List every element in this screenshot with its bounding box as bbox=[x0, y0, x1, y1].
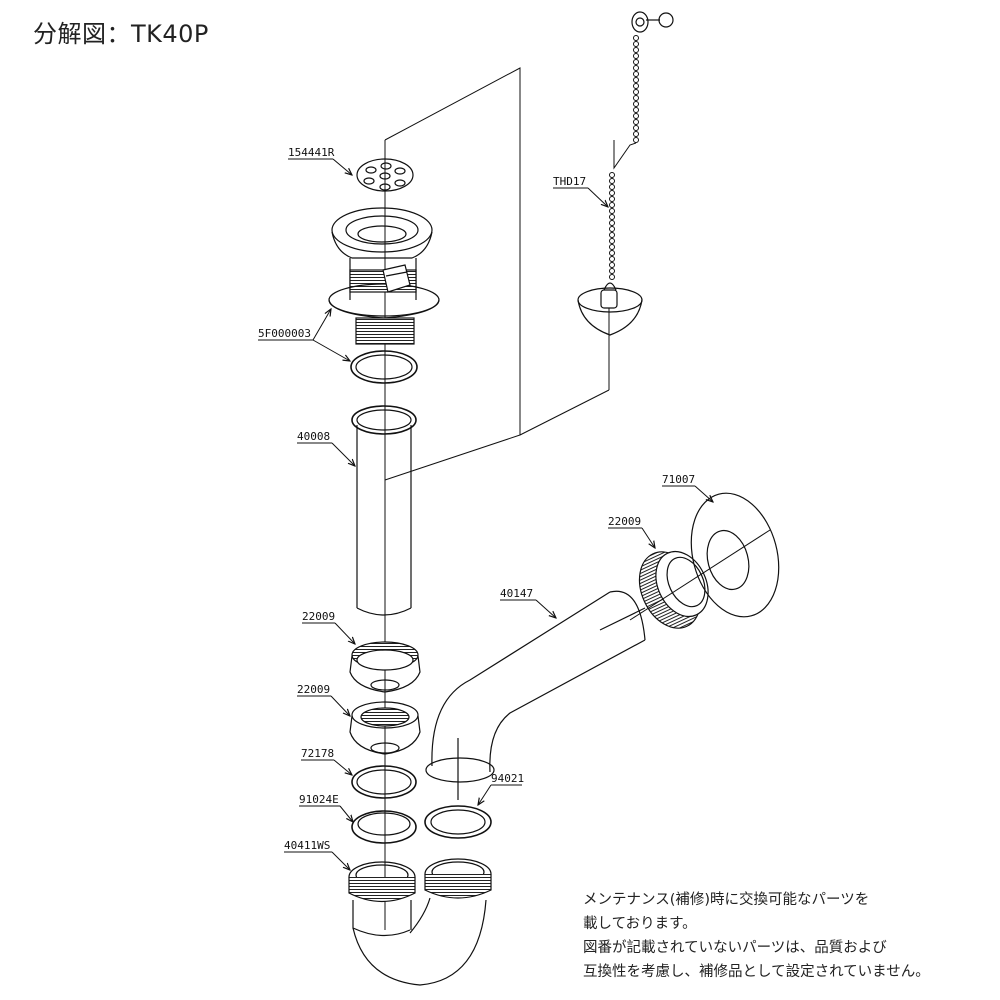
label-40411ws: 40411WS bbox=[284, 839, 350, 870]
chain-stopper-part bbox=[577, 11, 674, 336]
label-94021: 94021 bbox=[478, 772, 524, 805]
svg-text:94021: 94021 bbox=[491, 772, 524, 785]
svg-text:5F000003: 5F000003 bbox=[258, 327, 311, 340]
label-22009-upper: 22009 bbox=[302, 610, 355, 644]
label-91024e: 91024E bbox=[299, 793, 353, 822]
maintenance-note: メンテナンス(補修)時に交換可能なパーツを 載しております。 図番が記載されてい… bbox=[583, 888, 1000, 984]
svg-text:22009: 22009 bbox=[302, 610, 335, 623]
svg-text:72178: 72178 bbox=[301, 747, 334, 760]
drain-pipe-part bbox=[425, 590, 646, 800]
note-line: 載しております。 bbox=[583, 916, 697, 932]
packing-91024e-part bbox=[351, 810, 417, 844]
svg-text:THD17: THD17 bbox=[553, 175, 586, 188]
strainer-part bbox=[356, 158, 414, 192]
svg-text:40008: 40008 bbox=[297, 430, 330, 443]
svg-text:71007: 71007 bbox=[662, 473, 695, 486]
diagram-title: 分解図：TK40P bbox=[33, 20, 209, 48]
label-22009-wall: 22009 bbox=[608, 515, 655, 548]
nut-upper-part bbox=[349, 641, 421, 693]
svg-text:91024E: 91024E bbox=[299, 793, 339, 806]
svg-text:22009: 22009 bbox=[608, 515, 641, 528]
svg-text:154441R: 154441R bbox=[288, 146, 335, 159]
label-154441r: 154441R bbox=[288, 146, 352, 175]
label-22009-lower: 22009 bbox=[297, 683, 350, 716]
packing-94021-part bbox=[424, 805, 492, 839]
svg-text:40147: 40147 bbox=[500, 587, 533, 600]
label-40147: 40147 bbox=[500, 587, 556, 618]
note-line: 図番が記載されていないパーツは、品質および bbox=[583, 940, 887, 956]
chain-route-line bbox=[384, 67, 521, 481]
label-72178: 72178 bbox=[301, 747, 352, 775]
drain-body-part bbox=[328, 207, 440, 345]
gasket-ring bbox=[350, 350, 418, 384]
svg-text:40411WS: 40411WS bbox=[284, 839, 330, 852]
label-40008: 40008 bbox=[297, 430, 355, 466]
packing-72178-part bbox=[351, 765, 417, 799]
svg-text:22009: 22009 bbox=[297, 683, 330, 696]
trap-body-part bbox=[348, 858, 492, 986]
label-71007: 71007 bbox=[662, 473, 713, 502]
label-thd17: THD17 bbox=[553, 175, 608, 207]
note-line: 互換性を考慮し、補修品として設定されていません。 bbox=[583, 964, 930, 980]
tailpiece-part bbox=[351, 405, 417, 616]
chain-beads bbox=[609, 35, 639, 280]
note-line: メンテナンス(補修)時に交換可能なパーツを bbox=[583, 892, 870, 908]
nut-lower-part bbox=[349, 701, 421, 755]
part-labels: 154441R 5F000003 THD17 40008 22009 22009 bbox=[258, 146, 713, 870]
label-5f000003: 5F000003 bbox=[258, 309, 350, 361]
escutcheon-part bbox=[629, 492, 780, 621]
